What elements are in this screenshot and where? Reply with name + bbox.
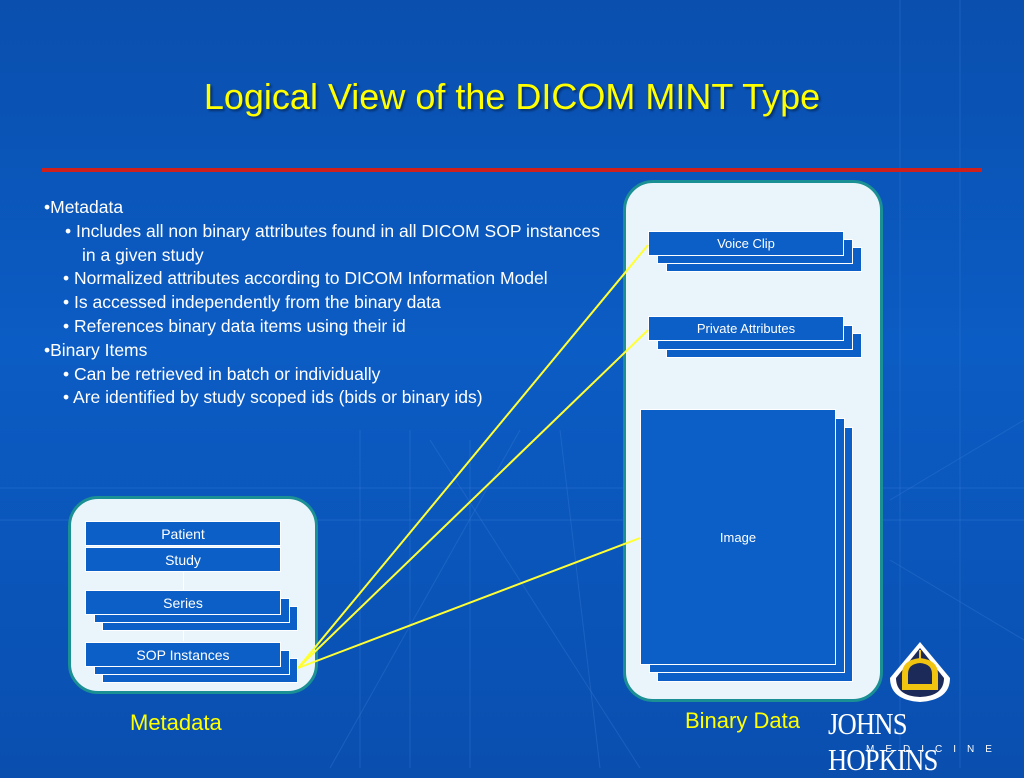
image-box: Image: [640, 409, 836, 665]
slide-title: Logical View of the DICOM MINT Type: [203, 76, 821, 117]
johns-hopkins-shield-icon: [890, 642, 950, 702]
bullet-binary-items: •Binary Items: [44, 339, 148, 360]
bullet-metadata-accessed: • Is accessed independently from the bin…: [63, 292, 441, 313]
bullet-metadata-normalized: • Normalized attributes according to DIC…: [63, 268, 548, 289]
connector-image: [297, 537, 641, 669]
metadata-caption: Metadata: [130, 710, 222, 735]
johns-hopkins-wordmark: JOHNS HOPKINS: [828, 706, 938, 777]
bullet-metadata-references: • References binary data items using the…: [63, 315, 406, 336]
binary-data-caption: Binary Data: [685, 708, 800, 733]
connector-private-attributes: [297, 329, 649, 669]
private-attributes-box: Private Attributes: [648, 316, 844, 341]
patient-box: Patient: [85, 521, 281, 546]
bullet-binary-identified: • Are identified by study scoped ids (bi…: [63, 387, 483, 408]
study-series-link: [183, 572, 184, 590]
bullet-list: •Metadata • Includes all non binary attr…: [44, 196, 604, 410]
title-divider: [42, 168, 982, 172]
voice-clip-box: Voice Clip: [648, 231, 844, 256]
series-box: Series: [85, 590, 281, 615]
sop-instances-box: SOP Instances: [85, 642, 281, 667]
bullet-metadata: •Metadata: [44, 197, 124, 217]
connector-voice-clip: [297, 244, 649, 669]
series-sop-link: [183, 631, 184, 641]
johns-hopkins-medicine-label: MEDICINE: [866, 744, 1003, 755]
study-box: Study: [85, 547, 281, 572]
bullet-metadata-includes: • Includes all non binary attributes fou…: [65, 220, 600, 265]
bullet-binary-retrieved: • Can be retrieved in batch or individua…: [63, 363, 381, 384]
